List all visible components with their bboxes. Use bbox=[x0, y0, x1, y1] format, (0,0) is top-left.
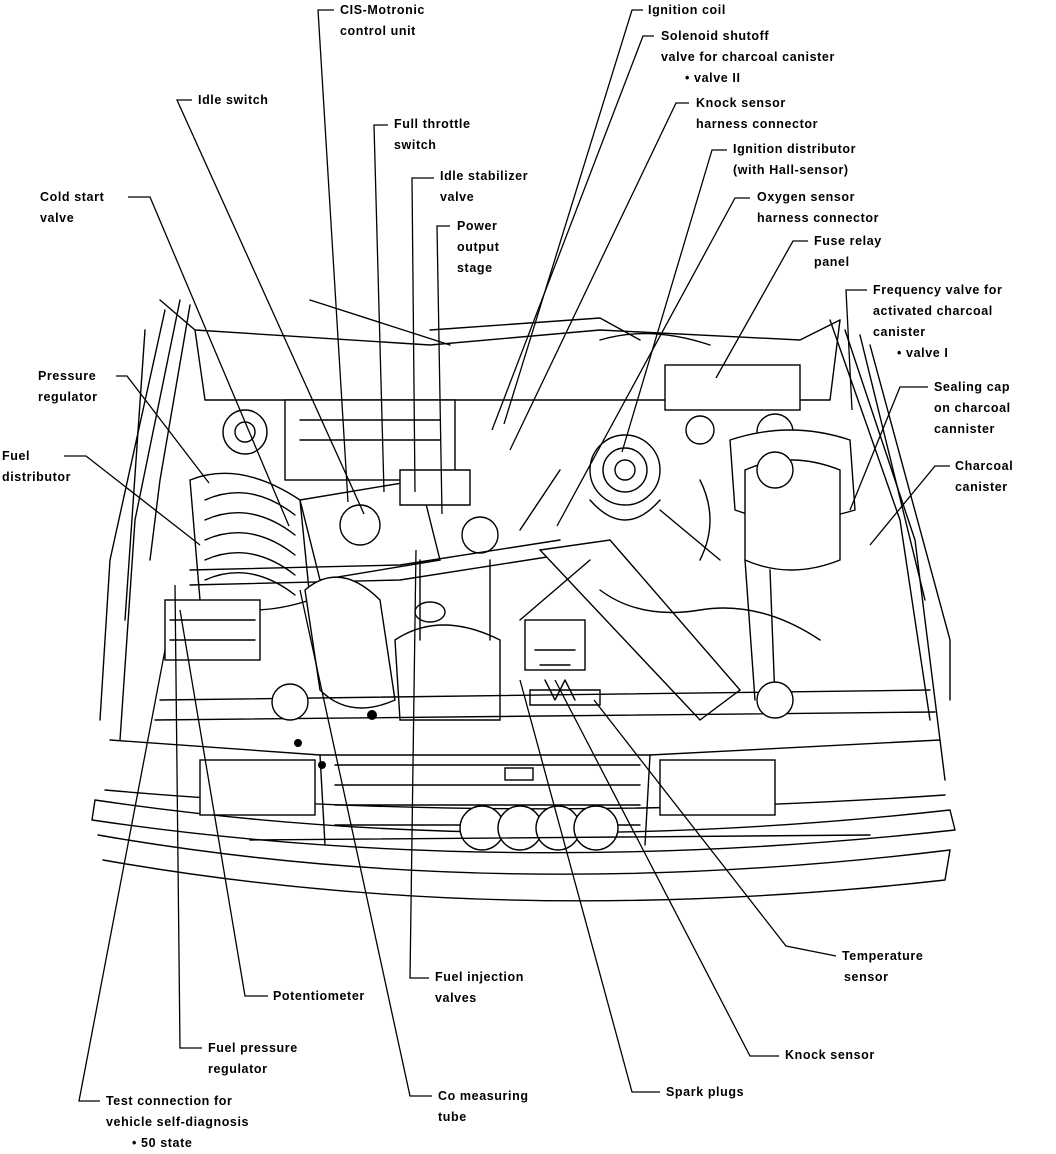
label-line: Potentiometer bbox=[273, 989, 365, 1003]
label-line: valves bbox=[435, 991, 477, 1005]
label-cold-start-valve: Cold start valve bbox=[40, 187, 104, 229]
label-line: switch bbox=[394, 138, 437, 152]
label-line: Fuel injection bbox=[435, 970, 524, 984]
label-power-output-stage: Power output stage bbox=[457, 216, 499, 279]
label-line: Knock sensor bbox=[785, 1048, 875, 1062]
label-line: control unit bbox=[340, 24, 416, 38]
label-charcoal-canister: Charcoal canister bbox=[955, 456, 1013, 498]
label-line: regulator bbox=[208, 1062, 268, 1076]
label-line: harness connector bbox=[696, 117, 819, 131]
label-line: panel bbox=[814, 255, 850, 269]
label-line: • valve I bbox=[897, 346, 949, 360]
label-line: output bbox=[457, 240, 500, 254]
label-line: Idle stabilizer bbox=[440, 169, 529, 183]
label-pressure-regulator: Pressure regulator bbox=[38, 366, 98, 408]
label-line: • valve II bbox=[685, 71, 741, 85]
engine-bay-drawing bbox=[91, 299, 956, 902]
label-line: distributor bbox=[2, 470, 72, 484]
label-line: Solenoid shutoff bbox=[661, 29, 770, 43]
label-test-connection: Test connection for vehicle self-diagnos… bbox=[106, 1091, 249, 1154]
label-cis-motronic-control-unit: CIS-Motronic control unit bbox=[340, 0, 425, 42]
label-line: canister bbox=[873, 325, 926, 339]
label-line: Temperature bbox=[842, 949, 924, 963]
label-line: Idle switch bbox=[198, 93, 269, 107]
label-potentiometer: Potentiometer bbox=[273, 986, 365, 1007]
label-line: valve bbox=[440, 190, 475, 204]
label-knock-sensor-harness-connector: Knock sensor harness connector bbox=[696, 93, 818, 135]
label-idle-switch: Idle switch bbox=[198, 90, 269, 111]
label-line: sensor bbox=[844, 970, 889, 984]
label-line: canister bbox=[955, 480, 1008, 494]
label-spark-plugs: Spark plugs bbox=[666, 1082, 744, 1103]
label-fuel-pressure-regulator: Fuel pressure regulator bbox=[208, 1038, 298, 1080]
label-line: CIS-Motronic bbox=[340, 3, 425, 17]
label-line: regulator bbox=[38, 390, 98, 404]
label-line: Oxygen sensor bbox=[757, 190, 856, 204]
label-fuse-relay-panel: Fuse relay panel bbox=[814, 231, 882, 273]
label-fuel-distributor: Fuel distributor bbox=[2, 446, 71, 488]
label-solenoid-shutoff-valve: Solenoid shutoff valve for charcoal cani… bbox=[661, 26, 835, 89]
label-line: Full throttle bbox=[394, 117, 471, 131]
label-line: Power bbox=[457, 219, 498, 233]
label-co-measuring-tube: Co measuring tube bbox=[438, 1086, 529, 1128]
label-line: Fuel pressure bbox=[208, 1041, 298, 1055]
label-oxygen-sensor-harness-connector: Oxygen sensor harness connector bbox=[757, 187, 879, 229]
label-fuel-injection-valves: Fuel injection valves bbox=[435, 967, 524, 1009]
label-line: Test connection for bbox=[106, 1094, 233, 1108]
label-idle-stabilizer-valve: Idle stabilizer valve bbox=[440, 166, 528, 208]
label-line: cannister bbox=[934, 422, 995, 436]
label-knock-sensor: Knock sensor bbox=[785, 1045, 875, 1066]
label-line: Spark plugs bbox=[666, 1085, 745, 1099]
label-temperature-sensor: Temperature sensor bbox=[842, 946, 923, 988]
label-line: Co measuring bbox=[438, 1089, 529, 1103]
label-frequency-valve: Frequency valve for activated charcoal c… bbox=[873, 280, 1003, 364]
label-line: tube bbox=[438, 1110, 467, 1124]
label-full-throttle-switch: Full throttle switch bbox=[394, 114, 471, 156]
label-line: Knock sensor bbox=[696, 96, 786, 110]
label-line: Fuel bbox=[2, 449, 31, 463]
label-line: (with Hall-sensor) bbox=[733, 163, 849, 177]
label-ignition-distributor: Ignition distributor (with Hall-sensor) bbox=[733, 139, 856, 181]
label-line: Charcoal bbox=[955, 459, 1014, 473]
label-line: harness connector bbox=[757, 211, 880, 225]
label-line: valve bbox=[40, 211, 75, 225]
label-line: Sealing cap bbox=[934, 380, 1011, 394]
label-line: Cold start bbox=[40, 190, 105, 204]
label-line: activated charcoal bbox=[873, 304, 993, 318]
label-line: • 50 state bbox=[132, 1136, 193, 1150]
label-line: Ignition distributor bbox=[733, 142, 857, 156]
label-ignition-coil: Ignition coil bbox=[648, 0, 726, 21]
label-line: Pressure bbox=[38, 369, 97, 383]
label-line: Ignition coil bbox=[648, 3, 726, 17]
label-line: stage bbox=[457, 261, 493, 275]
label-line: Frequency valve for bbox=[873, 283, 1003, 297]
label-line: on charcoal bbox=[934, 401, 1011, 415]
label-sealing-cap: Sealing cap on charcoal cannister bbox=[934, 377, 1011, 440]
leader-lines bbox=[64, 9, 950, 1102]
label-line: valve for charcoal canister bbox=[661, 50, 835, 64]
label-line: Fuse relay bbox=[814, 234, 882, 248]
label-line: vehicle self-diagnosis bbox=[106, 1115, 250, 1129]
